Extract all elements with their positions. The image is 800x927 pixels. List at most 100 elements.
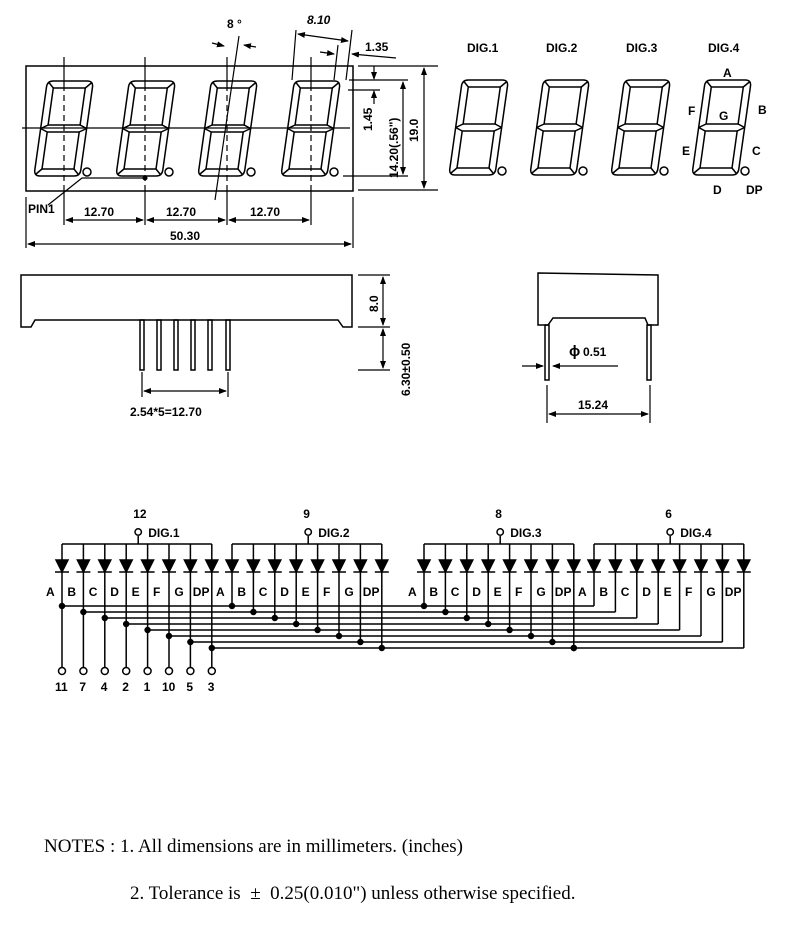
digit-label: DIG.3 bbox=[510, 526, 542, 540]
digit-outer bbox=[529, 79, 590, 176]
slant-line bbox=[214, 35, 240, 201]
diode-icon bbox=[267, 559, 283, 574]
body-height-label: 19.0 bbox=[407, 118, 421, 142]
diode-icon bbox=[693, 559, 709, 574]
digit-upper-window bbox=[705, 86, 745, 125]
digit-outer bbox=[448, 79, 509, 176]
diode-icon bbox=[438, 559, 453, 574]
diode-icon bbox=[416, 559, 432, 574]
digit-upper-window bbox=[294, 87, 334, 126]
segment-label: G bbox=[536, 585, 545, 599]
diode-icon bbox=[310, 559, 325, 574]
diode-icon bbox=[672, 559, 687, 574]
diode-icon bbox=[523, 559, 539, 574]
pin-number-label: 4 bbox=[101, 680, 108, 694]
pin-number-label: 2 bbox=[122, 680, 129, 694]
pin1-label: PIN1 bbox=[28, 202, 55, 216]
seg-b-label: B bbox=[758, 103, 767, 117]
junction-dot bbox=[570, 644, 578, 652]
dig4-label: DIG.4 bbox=[708, 41, 740, 55]
dig2-label: DIG.2 bbox=[546, 41, 578, 55]
decimal-point bbox=[329, 167, 339, 177]
side-view bbox=[20, 274, 390, 397]
pin-pitch-label: 2.54*5=12.70 bbox=[130, 405, 202, 419]
segment-label: E bbox=[132, 585, 140, 599]
digit-outer bbox=[280, 80, 341, 177]
side-pin-2 bbox=[156, 319, 162, 371]
digit-centerlines bbox=[63, 57, 312, 225]
segment-label: E bbox=[494, 585, 502, 599]
diode-icon bbox=[161, 559, 177, 574]
digit-label: DIG.1 bbox=[148, 526, 180, 540]
segment-map-view bbox=[448, 79, 752, 176]
digit-upper-window bbox=[624, 86, 664, 125]
digit-lower-window bbox=[456, 130, 496, 169]
digit-upper-window bbox=[211, 87, 251, 126]
dig1-label: DIG.1 bbox=[467, 41, 499, 55]
front-dim-labels: 8 ° 8.10 1.35 1.45 14.20(.56") 19.0 12.7… bbox=[28, 13, 421, 243]
angle-label: 8 ° bbox=[227, 17, 242, 31]
segment-label: B bbox=[237, 585, 246, 599]
segment-bus bbox=[62, 605, 744, 652]
pin-number-label: 5 bbox=[186, 680, 193, 694]
decimal-point bbox=[164, 167, 174, 177]
dig3-label: DIG.3 bbox=[626, 41, 658, 55]
common-pin-label: 6 bbox=[665, 507, 672, 521]
common-pin-terminal bbox=[304, 528, 313, 536]
pin-number-label: 11 bbox=[55, 680, 68, 694]
digit-lower-window bbox=[41, 131, 81, 170]
segment-label: DP bbox=[555, 585, 572, 599]
decimal-point bbox=[740, 166, 750, 176]
diode-icon bbox=[459, 559, 475, 574]
pitch-label-1: 12.70 bbox=[84, 205, 114, 219]
segment-label: C bbox=[451, 585, 460, 599]
decimal-point bbox=[659, 166, 669, 176]
decimal-point bbox=[82, 167, 92, 177]
digit-height-label: 14.20(.56") bbox=[387, 118, 401, 178]
pitch-label-2: 12.70 bbox=[166, 205, 196, 219]
segment-label: DP bbox=[725, 585, 742, 599]
seg-dp-label: DP bbox=[746, 183, 763, 197]
side-pin-1 bbox=[139, 319, 145, 371]
digit-label: DIG.4 bbox=[680, 526, 712, 540]
digit-outer bbox=[691, 79, 752, 176]
pin-terminal bbox=[79, 666, 88, 676]
side-pin-4 bbox=[190, 319, 196, 371]
segment-label: F bbox=[153, 585, 160, 599]
diode-icon bbox=[54, 559, 70, 574]
segment-label: G bbox=[174, 585, 183, 599]
row-spacing-label: 15.24 bbox=[578, 398, 608, 412]
diameter-symbol: ϕ bbox=[569, 343, 580, 360]
segment-label: D bbox=[642, 585, 651, 599]
seg-e-label: E bbox=[682, 144, 690, 158]
digit-lower-window bbox=[123, 131, 163, 170]
common-pin-terminal bbox=[496, 528, 505, 536]
side-body-outline bbox=[20, 274, 353, 328]
diode-icon bbox=[545, 559, 560, 574]
pin-terminal bbox=[164, 666, 174, 676]
note-1: NOTES : 1. All dimensions are in millime… bbox=[44, 836, 463, 857]
digit-label: DIG.2 bbox=[318, 526, 350, 540]
end-pin-right bbox=[646, 324, 652, 381]
segment-label: D bbox=[280, 585, 289, 599]
diode-icon bbox=[374, 559, 390, 574]
pin-terminal bbox=[143, 666, 152, 676]
side-pin-5 bbox=[207, 319, 213, 371]
diode-icon bbox=[480, 559, 496, 574]
pin-terminal bbox=[121, 666, 131, 676]
diode-icon bbox=[608, 559, 623, 574]
digit-lower-window bbox=[618, 130, 658, 169]
pin-terminal bbox=[186, 666, 195, 676]
diode-icon bbox=[140, 559, 155, 574]
pin-length-label: 6.30±0.50 bbox=[399, 342, 413, 396]
digit-upper-window bbox=[47, 87, 87, 126]
segment-label: F bbox=[323, 585, 330, 599]
digit-outer bbox=[197, 80, 258, 177]
segment-label: A bbox=[578, 585, 587, 599]
seg-c-label: C bbox=[752, 144, 761, 158]
segment-label: E bbox=[664, 585, 672, 599]
